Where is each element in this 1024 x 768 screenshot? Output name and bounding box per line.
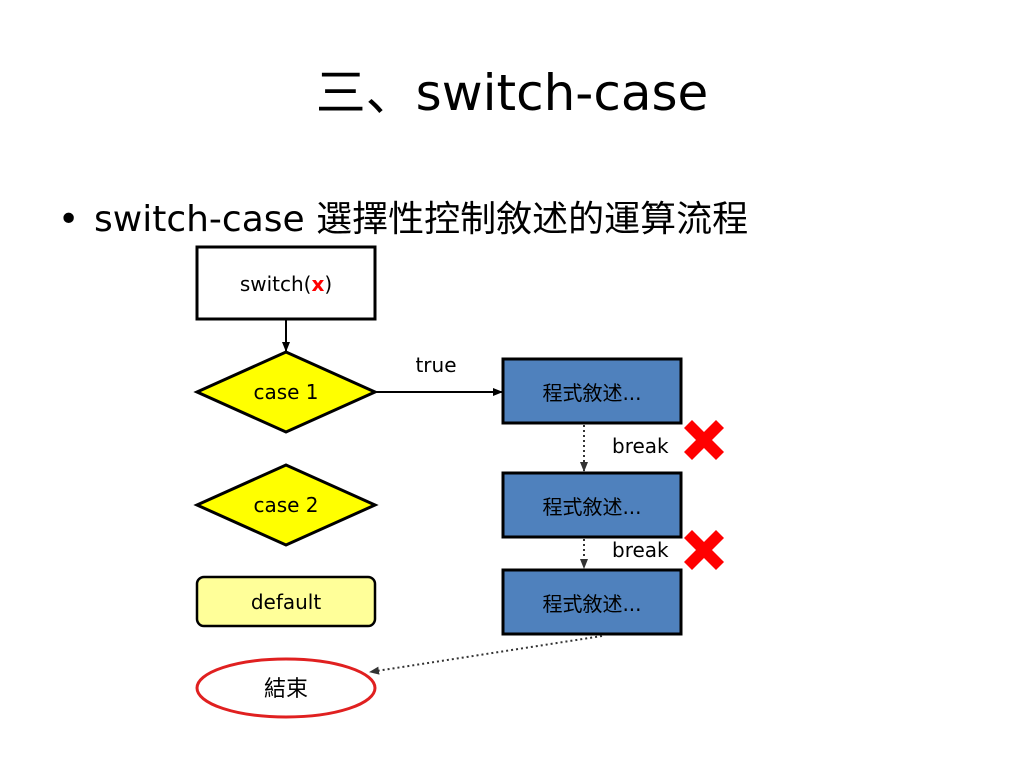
bullet-text: switch-case 選擇性控制敘述的運算流程 xyxy=(94,199,749,240)
case2-node: case 2 xyxy=(193,463,379,547)
statement-node-1: 程式敘述... xyxy=(501,357,683,425)
case2-label: case 2 xyxy=(253,493,318,517)
break-label-2: break xyxy=(612,538,669,562)
bullet-marker: • xyxy=(58,199,80,240)
switch-box xyxy=(195,245,377,321)
statement-node-2: 程式敘述... xyxy=(501,471,683,539)
bullet-item: • switch-case 選擇性控制敘述的運算流程 xyxy=(58,190,748,242)
slide-title: 三、switch-case xyxy=(315,64,709,122)
default-box xyxy=(195,575,377,628)
cross-mark-2 xyxy=(684,530,724,570)
default-label: default xyxy=(251,590,322,614)
switch-variable: x xyxy=(311,272,324,296)
cross-icon xyxy=(684,530,724,570)
break-label-1: break xyxy=(612,434,669,458)
statement-node-3: 程式敘述... xyxy=(501,568,683,636)
cross-icon xyxy=(684,420,724,460)
end-ellipse xyxy=(195,657,377,719)
case1-label: case 1 xyxy=(253,380,318,404)
case2-diamond xyxy=(193,463,379,547)
end-node: 結束 xyxy=(195,657,377,719)
true-label: true xyxy=(415,353,456,377)
statement-box-1 xyxy=(501,357,683,425)
to-end-arrow xyxy=(369,635,603,675)
statement-label-2: 程式敘述... xyxy=(542,495,641,519)
end-label: 結束 xyxy=(264,677,308,702)
statement-label-3: 程式敘述... xyxy=(542,592,641,616)
default-node: default xyxy=(195,575,377,628)
statement-box-2 xyxy=(501,471,683,539)
switch-node: switch(x) xyxy=(195,245,377,321)
case1-node: case 1 xyxy=(193,350,379,434)
statement-box-3 xyxy=(501,568,683,636)
switch-label: switch(x) xyxy=(240,272,332,296)
statement-label-1: 程式敘述... xyxy=(542,381,641,405)
cross-mark-1 xyxy=(684,420,724,460)
